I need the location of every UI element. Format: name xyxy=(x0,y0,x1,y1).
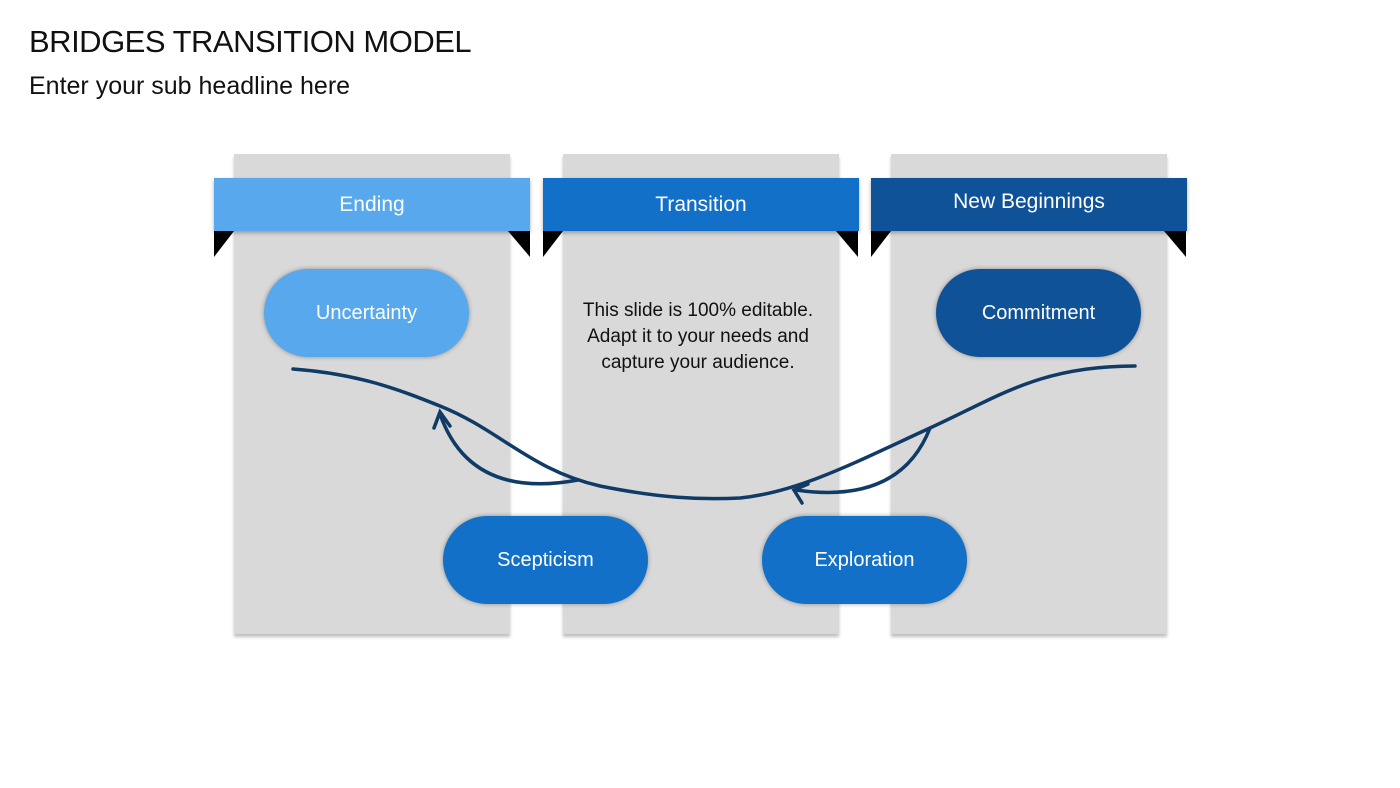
ribbon-fold-right xyxy=(508,231,530,257)
header-ending: Ending xyxy=(214,178,530,231)
ribbon-fold-right xyxy=(836,231,858,257)
slide-subtitle: Enter your sub headline here xyxy=(29,72,351,100)
arrow-back-to-transition xyxy=(794,426,932,495)
header-new-beginnings: New Beginnings xyxy=(871,178,1187,231)
slide-title: BRIDGES TRANSITION MODEL xyxy=(29,24,472,59)
arrow-back-to-ending xyxy=(438,412,580,486)
stage-exploration: Exploration xyxy=(762,516,967,604)
stage-uncertainty: Uncertainty xyxy=(264,269,469,357)
stage-scepticism: Scepticism xyxy=(443,516,648,604)
stage-commitment: Commitment xyxy=(936,269,1141,357)
arrowhead-icon xyxy=(432,408,452,430)
ribbon-fold-right xyxy=(1164,231,1186,257)
header-transition: Transition xyxy=(543,178,859,231)
body-text: This slide is 100% editable. Adapt it to… xyxy=(582,300,814,373)
arrowhead-icon xyxy=(791,482,810,505)
curve-line xyxy=(291,364,1137,501)
